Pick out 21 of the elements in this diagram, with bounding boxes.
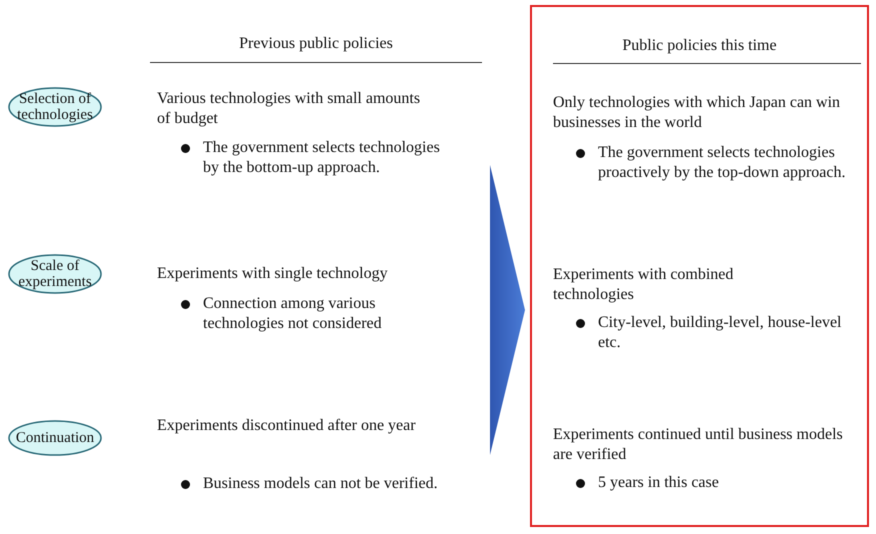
bullet-text: The government selects technologies by the bottom-up approach. — [203, 138, 441, 178]
policy-text: Experiments discontinued after one year — [157, 416, 417, 436]
category-ellipse — [8, 254, 102, 294]
bullet-text: The government selects technologies proactively by the top-down approach. — [598, 143, 846, 183]
category-label: Continuation — [16, 430, 94, 446]
bullet-text: Connection among various technologies not considered — [203, 294, 383, 334]
category-label: Scale of experiments — [17, 258, 93, 290]
highlight-panel — [530, 5, 869, 527]
category-ellipse — [8, 87, 102, 127]
policy-text: Only technologies with which Japan can win businesses in the world — [553, 93, 842, 133]
category-ellipse — [8, 420, 102, 456]
policy-text: Various technologies with small amounts of budget — [157, 89, 422, 129]
policy-text: Experiments with combined technologies — [553, 265, 734, 305]
column-heading: Public policies this time — [621, 37, 778, 55]
bullet-text: Business models can not be verified. — [203, 474, 439, 494]
policy-text: Experiments with single technology — [157, 264, 389, 284]
bullet-text: 5 years in this case — [598, 473, 720, 493]
policy-text: Experiments continued until business models are verified — [553, 425, 844, 465]
bullet-text: City-level, building-level, house-level etc. — [598, 313, 842, 353]
column-heading: Previous public policies — [238, 35, 394, 53]
category-label: Selection of technologies — [16, 91, 94, 123]
